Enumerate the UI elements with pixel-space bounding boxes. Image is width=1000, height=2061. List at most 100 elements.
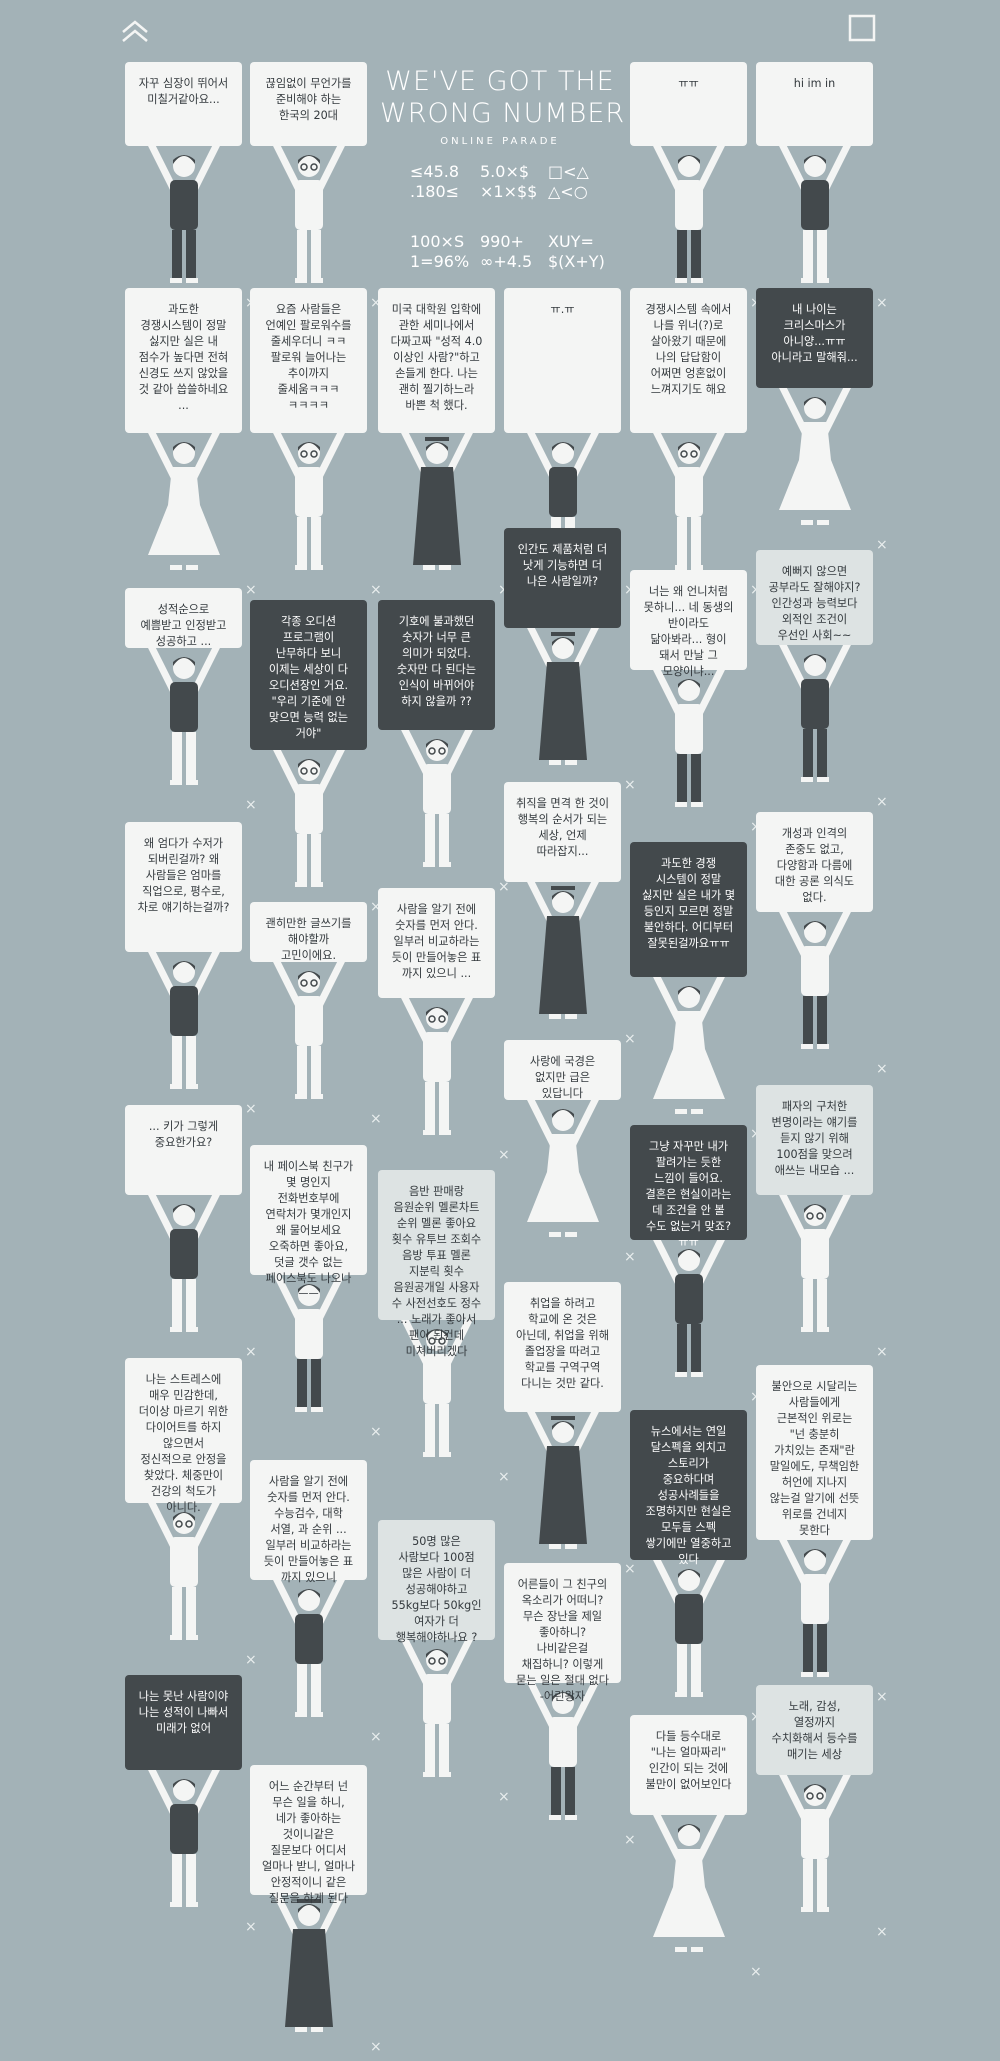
close-icon[interactable]: × (370, 1424, 382, 1440)
sign-text: ... 키가 그렇게 중요한가요? (148, 1120, 219, 1149)
close-icon[interactable]: × (245, 1101, 257, 1117)
sign-text: 패자의 구처한 변명이라는 얘기를 듣지 않기 위해 100점을 맞으려 애쓰는… (771, 1100, 858, 1177)
person-figure (775, 380, 854, 525)
person-figure (649, 425, 728, 570)
close-icon[interactable]: × (750, 583, 762, 597)
protest-sign: 다들 등수대로 "나는 얼마짜리" 인간이 되는 것에 불만이 없어보인다 (630, 1715, 747, 1815)
close-icon[interactable]: × (876, 1344, 888, 1360)
close-icon[interactable]: × (498, 1469, 510, 1485)
person-figure (775, 138, 854, 283)
protest-sign: 사람을 알기 전에 숫자를 먼저 안다. 일부러 비교하라는 듯이 만들어놓은 … (378, 888, 495, 998)
close-icon[interactable]: × (876, 1924, 888, 1940)
close-icon[interactable]: × (876, 1061, 888, 1077)
protest-sign: ㅠㅠ (630, 62, 747, 146)
chevron-up-icon (122, 20, 148, 42)
close-icon[interactable]: × (624, 1561, 636, 1577)
close-icon[interactable]: × (750, 1127, 762, 1141)
sign-text: 자꾸 심장이 뛰어서 미칠거같아요... (138, 77, 229, 106)
person-figure (523, 1092, 602, 1237)
protest-sign: ... 키가 그렇게 중요한가요? (125, 1105, 242, 1195)
close-icon[interactable]: × (370, 2039, 382, 2055)
close-icon[interactable]: × (498, 1147, 510, 1163)
close-icon[interactable]: × (370, 1729, 382, 1745)
sign-text: 성적순으로 예쁨받고 인정받고 성공하고 ... (140, 603, 227, 648)
close-icon[interactable]: × (370, 899, 382, 915)
close-icon[interactable]: × (624, 1249, 636, 1265)
close-icon[interactable]: × (498, 879, 510, 895)
sign-text: 취업을 하려고 학교에 온 것은 아닌데, 취업을 위해 졸업장을 따려고 학교… (516, 1297, 610, 1390)
close-icon[interactable]: × (498, 583, 510, 597)
sign-text: 내 나이는 크리스마스가 아니양...ㅠㅠ 아니라고 말해줘... (771, 303, 858, 364)
close-icon[interactable]: × (245, 797, 257, 813)
person-figure (523, 1675, 602, 1820)
protest-sign: 어른들이 그 친구의 옥소리가 어떠니? 무슨 장난을 제일 좋아하니? 나비같… (504, 1563, 621, 1703)
person-figure (775, 637, 854, 782)
close-icon[interactable]: × (624, 583, 636, 597)
person-figure (144, 138, 223, 283)
person-figure (269, 425, 348, 570)
close-icon[interactable]: × (876, 295, 888, 311)
close-icon[interactable]: × (750, 1710, 762, 1724)
person-figure (397, 990, 476, 1135)
close-icon[interactable]: × (624, 1031, 636, 1047)
close-icon[interactable]: × (498, 1789, 510, 1805)
person-figure (649, 1807, 728, 1952)
sign-text: 예뻐지 않으면 공부라도 잘해야지? 인간성과 능력보다 외적인 조건이 우선인… (768, 565, 861, 642)
symbol-text: XUY= $(X+Y) (548, 232, 605, 271)
scroll-top-button[interactable] (118, 14, 152, 48)
sign-text: 각종 오디션 프로그램이 난무하다 보니 이제는 세상이 다 오디션장인 거요.… (268, 615, 349, 740)
sign-text: 왜 엄다가 수저가 되버린걸까? 왜 사람들은 엄마를 직업으로, 평수로, 차… (137, 837, 230, 914)
person-figure (775, 1187, 854, 1332)
close-icon[interactable]: × (750, 296, 762, 310)
close-icon[interactable]: × (876, 537, 888, 553)
close-icon[interactable]: × (245, 582, 257, 598)
sign-text: 다들 등수대로 "나는 얼마짜리" 인간이 되는 것에 불만이 없어보인다 (645, 1730, 732, 1791)
protest-sign: 음반 판매랑 음원순위 멜론차트 순위 멜론 좋아요 횟수 유투브 조회수 음방… (378, 1170, 495, 1358)
close-icon[interactable]: × (370, 582, 382, 598)
sign-text: 나는 못난 사람이야 나는 성적이 나빠서 미래가 없어 (138, 1690, 229, 1735)
close-icon[interactable]: × (370, 295, 382, 311)
protest-sign: 왜 엄다가 수저가 되버린걸까? 왜 사람들은 엄마를 직업으로, 평수로, 차… (125, 822, 242, 952)
close-icon[interactable]: × (750, 1964, 762, 1980)
protest-sign: 개성과 인격의 존중도 없고,다양함과 다름에 대한 공론 의식도 없다. (756, 812, 873, 912)
protest-sign: 그냥 자꾸만 내가 팔려가는 듯한 느낌이 들어요. 결혼은 현실이라는 데 조… (630, 1125, 747, 1249)
person-figure (397, 425, 476, 570)
close-icon[interactable]: × (370, 1111, 382, 1127)
protest-sign: 예뻐지 않으면 공부라도 잘해야지? 인간성과 능력보다 외적인 조건이 우선인… (756, 550, 873, 645)
protest-sign: 과도한 경쟁 시스템이 정말 싫지만 실은 내가 몇 등인지 모르면 정말 불안… (630, 842, 747, 977)
sign-text: 요즘 사람들은 언예인 팔로워수를 줄세우더니 ㅋㅋ 팔로워 늘어나는 추이까지… (265, 303, 352, 412)
close-icon[interactable]: × (245, 1652, 257, 1668)
close-icon[interactable]: × (245, 1344, 257, 1360)
close-icon[interactable]: × (750, 1390, 762, 1404)
person-figure (775, 1532, 854, 1677)
person-figure (649, 662, 728, 807)
sign-text: 취직을 면격 한 것이 행복의 순서가 되는 세상, 언제 따라잡지... (516, 797, 610, 858)
close-icon[interactable]: × (245, 1919, 257, 1935)
protest-sign: 과도한 경쟁시스템이 정말 싫지만 실은 내 점수가 높다면 전혀 신경도 쓰지… (125, 288, 242, 433)
close-icon[interactable]: × (624, 1832, 636, 1848)
sign-text: 끊임없이 무언가를 준비해야 하는 한국의 20대 (265, 77, 352, 122)
fullscreen-button[interactable] (848, 14, 882, 48)
person-figure (269, 138, 348, 283)
sign-text: ㅠ.ㅠ (550, 303, 575, 316)
sign-text: 내 페이스북 친구가 몇 명인지 전화번호부에 연락처가 몇개인지 왜 물어보세… (263, 1160, 354, 1301)
close-icon[interactable]: × (876, 794, 888, 810)
close-icon[interactable]: × (624, 777, 636, 793)
sign-text: 음반 판매랑 음원순위 멜론차트 순위 멜론 좋아요 횟수 유투브 조회수 음방… (391, 1185, 482, 1358)
sign-text: 사랑에 국경은 없지만 급은 있답니다 (529, 1055, 596, 1100)
square-icon (848, 14, 876, 42)
protest-sign: 불안으로 시달리는 사람들에게 근본적인 위로는 "넌 충분히 가치있는 존재"… (756, 1365, 873, 1540)
sign-text: 나는 스트레스에 매우 민감한데, 더이상 마르기 위한 다이어트를 하지 않으… (138, 1373, 229, 1514)
sign-text: 기호에 불과했던 숫자가 너무 큰 의미가 되었다. 숫자만 다 된다는 인식이… (396, 615, 477, 708)
protest-sign: 어느 순간부터 넌 무슨 일을 하니, 네가 좋아하는 것이니같은 질문보다 어… (250, 1765, 367, 1905)
person-figure (144, 1762, 223, 1907)
close-icon[interactable]: × (750, 820, 762, 834)
symbol-text: 5.0×$ ×1×$$ (480, 162, 538, 201)
close-icon[interactable]: × (876, 1689, 888, 1705)
symbol-text: 990+ ∞+4.5 (480, 232, 533, 271)
sign-text: 괜히만한 글쓰기를 해야할까 고민이에요. (265, 917, 352, 962)
person-figure (649, 138, 728, 283)
person-figure (269, 1572, 348, 1717)
person-figure (523, 874, 602, 1019)
person-figure (775, 1767, 854, 1912)
